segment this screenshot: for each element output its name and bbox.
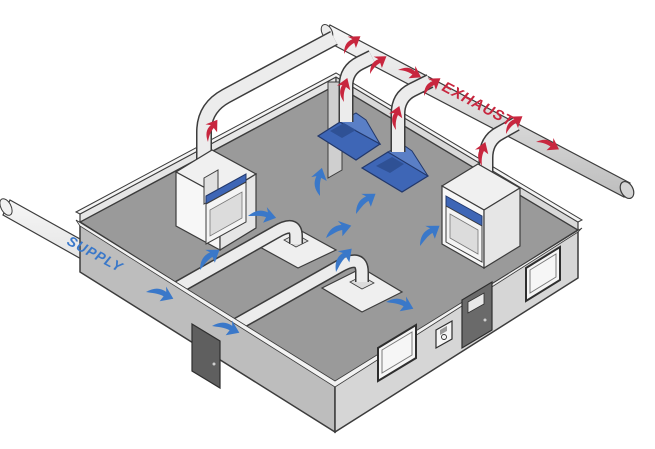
window-front-1 — [377, 323, 417, 383]
exhaust-riser-left-hood — [196, 30, 338, 178]
fume-hood-left — [174, 149, 258, 252]
exhaust-riser-right-hood — [478, 117, 520, 190]
back-wall-top — [74, 72, 584, 223]
front-wall-top — [75, 219, 583, 388]
fume-hood-right — [440, 163, 522, 270]
supply-branch-duct-1 — [166, 219, 303, 299]
supply-branch-duct-2 — [230, 254, 369, 333]
exhaust-hood-2 — [360, 143, 430, 193]
door-left — [191, 322, 221, 390]
thermostat-icon — [435, 319, 453, 350]
window-front-2 — [525, 245, 561, 303]
door-right — [461, 280, 493, 350]
